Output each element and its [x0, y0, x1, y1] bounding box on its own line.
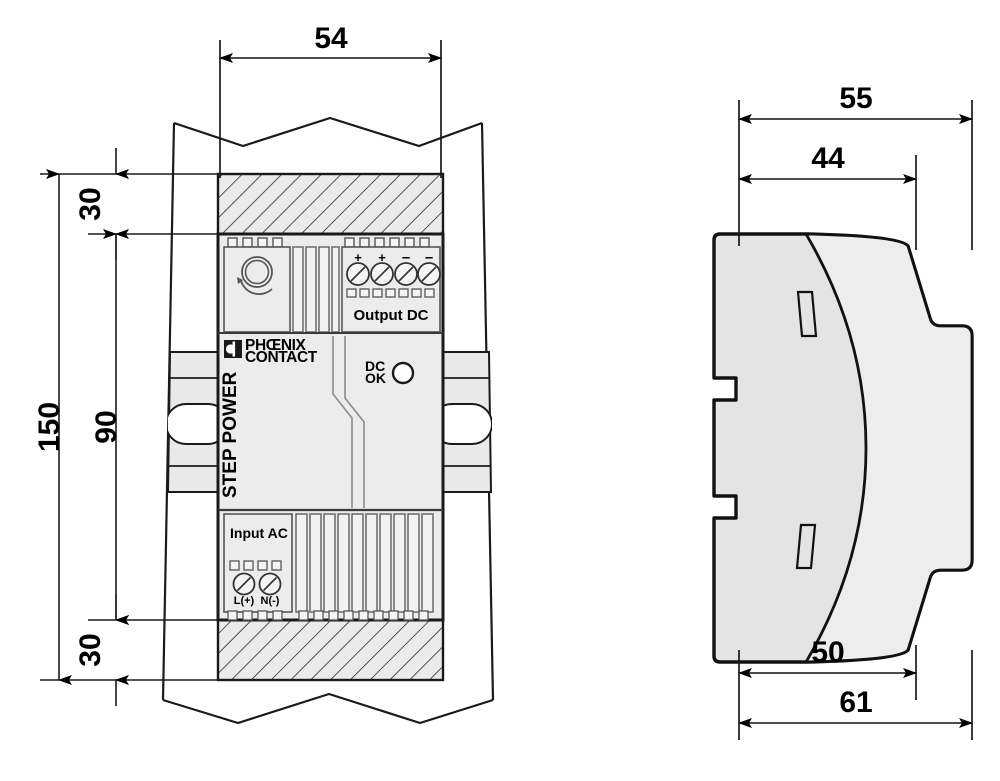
dc-ok-indicator: DC OK — [365, 358, 415, 386]
din-rail-slot-left — [168, 403, 220, 445]
clearance-zone-top — [216, 172, 445, 236]
phoenix-contact-logo: PHŒNIX CONTACT — [224, 337, 318, 366]
input-screw-terminals[interactable] — [232, 572, 282, 596]
dim-side-bottom-50: 50 — [811, 636, 844, 669]
output-screw-terminals[interactable] — [346, 262, 441, 286]
output-dc-label: Output DC — [354, 307, 429, 324]
din-rail-slot-right — [440, 403, 492, 445]
output-terminal-mark-2: + — [378, 250, 386, 265]
dim-side-bottom-61: 61 — [839, 686, 872, 719]
upper-section: + + – – Output DC — [218, 237, 443, 334]
dim-height-bottom-30: 30 — [74, 633, 107, 666]
output-terminal-mark-3: – — [402, 249, 410, 266]
rotary-adjust-knob[interactable] — [237, 256, 273, 295]
product-name-label: STEP POWER — [220, 371, 241, 498]
clearance-zone-bottom — [216, 618, 445, 682]
front-view: + + – – Output DC — [33, 22, 495, 725]
housing-slot-lower-icon — [795, 523, 817, 570]
device-front-cover-side — [804, 232, 974, 664]
input-terminal-mark-2: N(-) — [261, 595, 280, 607]
dim-height-90: 90 — [90, 410, 123, 443]
dc-ok-label-line1: DC — [365, 358, 385, 374]
input-ac-label: Input AC — [230, 525, 288, 541]
dim-height-top-30: 30 — [74, 187, 107, 220]
dim-height-150: 150 — [33, 402, 66, 452]
vent-slots-upper — [292, 246, 340, 333]
output-terminal-mark-4: – — [425, 249, 433, 266]
housing-slot-upper-icon — [796, 290, 818, 338]
dim-width-54: 54 — [314, 22, 348, 55]
dim-side-top-44: 44 — [811, 142, 845, 175]
middle-section: PHŒNIX CONTACT DC OK STEP POWER — [220, 336, 415, 508]
side-view-dimensions: 55 44 50 61 — [738, 82, 973, 740]
logo-text-line2: CONTACT — [245, 349, 318, 366]
side-view: 55 44 50 61 — [712, 82, 974, 740]
output-terminal-mark-1: + — [354, 250, 362, 265]
input-terminal-mark-1: L(+) — [234, 595, 255, 607]
lower-section: Input AC L(+) N(-) — [218, 508, 443, 621]
dc-ok-led-icon — [391, 361, 415, 385]
output-terminal-block: + + – – Output DC — [341, 246, 441, 333]
front-view-dimensions: 54 150 90 30 30 — [33, 22, 442, 706]
logo-text-line1: PHŒNIX — [245, 337, 307, 354]
din-rail — [166, 351, 493, 493]
dc-ok-label-line2: OK — [365, 370, 386, 386]
dim-side-top-55: 55 — [839, 82, 872, 115]
